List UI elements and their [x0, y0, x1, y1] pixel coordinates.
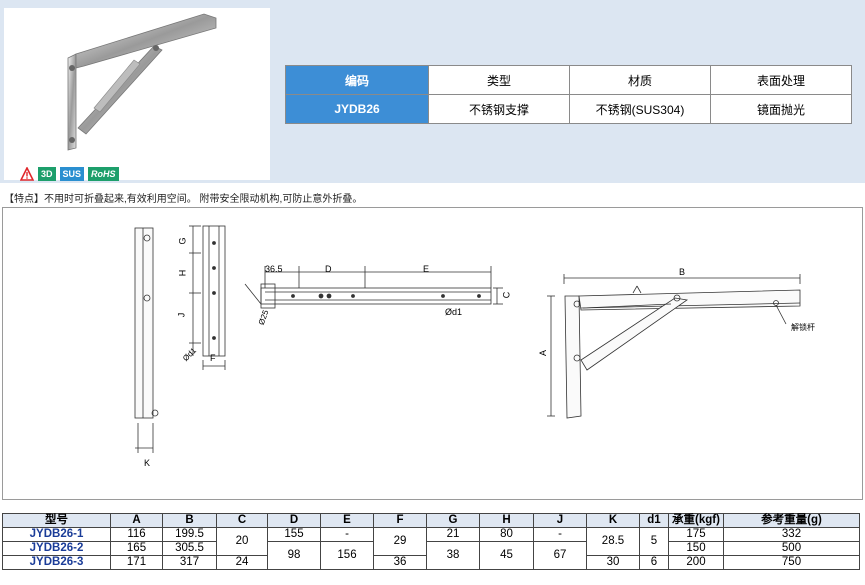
cell-g: 21	[426, 527, 480, 542]
spec-header-material: 材质	[569, 65, 711, 95]
col-weight: 参考重量(g)	[723, 513, 860, 528]
dim-a: A	[538, 349, 549, 357]
cell-g: 38	[426, 541, 480, 570]
cell-a: 165	[110, 541, 163, 556]
badge-row: 3D SUS RoHS	[20, 166, 119, 182]
dims-header-row: 型号 A B C D E F G H J K d1 承重(kgf) 参考重量(g…	[2, 513, 860, 528]
cell-model: JYDB26-1	[2, 527, 111, 542]
cell-c: 24	[216, 555, 268, 570]
cell-model: JYDB26-3	[2, 555, 111, 570]
col-d: D	[267, 513, 321, 528]
spec-code: JYDB26	[285, 94, 429, 124]
spec-header-type: 类型	[428, 65, 570, 95]
cell-f: 29	[373, 527, 427, 556]
cell-load: 150	[668, 541, 724, 556]
table-row: JYDB26-1 116 199.5 20 155 - 29 21 80 - 2…	[2, 527, 860, 556]
cell-k: 30	[586, 555, 640, 570]
product-photo: 3D SUS RoHS	[4, 8, 270, 182]
cell-f: 36	[373, 555, 427, 570]
spec-type: 不锈钢支撑	[428, 94, 570, 124]
cell-d1: 6	[639, 555, 669, 570]
col-load: 承重(kgf)	[668, 513, 724, 528]
cell-c: 20	[216, 527, 268, 556]
table-row: JYDB26-2 165 305.5 98 156 38 45 67 150 5…	[2, 541, 860, 570]
release-lever-note: 解锁杆	[791, 323, 815, 332]
label-h: H	[177, 269, 188, 277]
dim-b: B	[679, 267, 686, 277]
dim-36-5: 36.5	[265, 264, 283, 274]
col-h: H	[479, 513, 534, 528]
warning-icon	[20, 167, 34, 181]
cell-weight: 332	[723, 527, 860, 542]
cell-a: 171	[110, 555, 163, 570]
spec-header-code: 编码	[285, 65, 429, 95]
cell-d: 155	[267, 527, 321, 542]
cell-k: 28.5	[586, 527, 640, 556]
spec-material: 不锈钢(SUS304)	[569, 94, 711, 124]
dim-c: C	[501, 291, 512, 299]
col-model: 型号	[2, 513, 111, 528]
spec-table: 编码 类型 材质 表面处理 JYDB26 不锈钢支撑 不锈钢(SUS304) 镜…	[285, 65, 852, 124]
table-row: JYDB26-3 171 317 24 36 30 6 200 750	[2, 555, 860, 570]
col-b: B	[162, 513, 217, 528]
cell-d1: 5	[639, 527, 669, 556]
cell-h: 80	[479, 527, 534, 542]
cell-load: 200	[668, 555, 724, 570]
cell-model: JYDB26-2	[2, 541, 111, 556]
col-k: K	[586, 513, 640, 528]
cell-j: -	[533, 527, 587, 542]
cell-d: 98	[267, 541, 321, 570]
cell-b: 317	[162, 555, 217, 570]
label-k: K	[144, 458, 151, 468]
col-c: C	[216, 513, 268, 528]
cell-load: 175	[668, 527, 724, 542]
cell-weight: 750	[723, 555, 860, 570]
col-g: G	[426, 513, 480, 528]
cell-weight: 500	[723, 541, 860, 556]
cell-e: -	[320, 527, 374, 542]
dim-e: E	[423, 264, 430, 274]
badge-3d: 3D	[38, 167, 56, 181]
cell-b: 199.5	[162, 527, 217, 542]
label-g: G	[177, 237, 188, 245]
cell-a: 116	[110, 527, 163, 542]
col-a: A	[110, 513, 163, 528]
col-j: J	[533, 513, 587, 528]
col-d1: d1	[639, 513, 669, 528]
cell-h: 45	[479, 541, 534, 570]
technical-drawing: G H J Ød1 F K 36.5 D E C Ø25 Ød1 B A 解锁杆	[2, 207, 863, 500]
feature-text: 【特点】不用时可折叠起来,有效利用空间。 附带安全限动机构,可防止意外折叠。	[4, 194, 363, 205]
drawing-svg	[134, 225, 801, 453]
dim-dia-d1: Ød1	[445, 307, 463, 317]
dim-d: D	[325, 264, 332, 274]
spec-finish: 镜面抛光	[710, 94, 852, 124]
spec-header-finish: 表面处理	[710, 65, 852, 95]
col-e: E	[320, 513, 374, 528]
bracket-photo-image	[67, 13, 217, 151]
badge-sus: SUS	[59, 167, 85, 181]
cell-b: 305.5	[162, 541, 217, 556]
label-f: F	[210, 353, 216, 363]
dimension-table: 型号 A B C D E F G H J K d1 承重(kgf) 参考重量(g…	[2, 513, 860, 570]
cell-e: 156	[320, 541, 374, 570]
label-j: J	[176, 312, 187, 318]
col-f: F	[373, 513, 427, 528]
badge-rohs: RoHS	[88, 167, 119, 181]
cell-j: 67	[533, 541, 587, 570]
